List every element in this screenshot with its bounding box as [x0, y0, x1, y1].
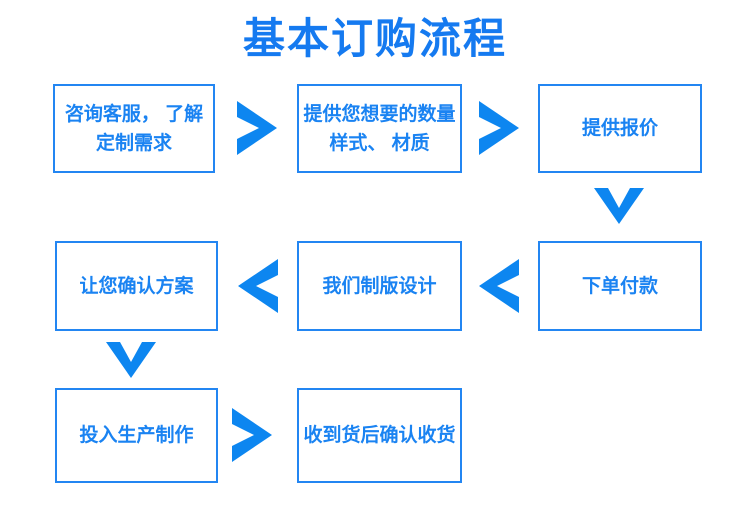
flow-step-confirm-plan: 让您确认方案: [55, 241, 218, 331]
chevron-right-icon: [232, 408, 272, 462]
flow-step-label: 投入生产制作: [79, 425, 194, 446]
flow-step-label: 提供报价: [581, 118, 658, 139]
flow-step-label: 提供您想要的数量: [303, 103, 456, 125]
flow-step-plate-design: 我们制版设计: [297, 241, 462, 331]
page-title: 基本订购流程: [242, 15, 507, 62]
flow-step-label: 我们制版设计: [322, 275, 437, 297]
chevron-down-icon: [594, 188, 644, 224]
flow-step-production: 投入生产制作: [55, 388, 218, 483]
flow-step-place-order-pay: 下单付款: [538, 241, 702, 331]
chevron-right-icon: [479, 101, 519, 155]
chevron-left-icon: [238, 259, 278, 313]
flow-step-label: 下单付款: [581, 275, 658, 297]
flow-step-label: 让您确认方案: [79, 275, 194, 297]
flow-step-provide-quantity: 提供您想要的数量 样式、 材质: [297, 84, 462, 173]
flow-step-label: 定制需求: [95, 132, 172, 154]
flow-step-provide-quote: 提供报价: [538, 84, 702, 173]
flow-step-label: 收到货后确认收货: [303, 425, 456, 446]
chevron-right-icon: [237, 101, 277, 155]
chevron-left-icon: [479, 259, 519, 313]
flow-step-label: 咨询客服， 了解: [64, 103, 204, 125]
flow-step-consult-service: 咨询客服， 了解 定制需求: [53, 84, 215, 173]
chevron-down-icon: [106, 342, 156, 378]
flow-step-label: 样式、 材质: [329, 132, 430, 154]
flow-step-confirm-receipt: 收到货后确认收货: [297, 388, 462, 483]
